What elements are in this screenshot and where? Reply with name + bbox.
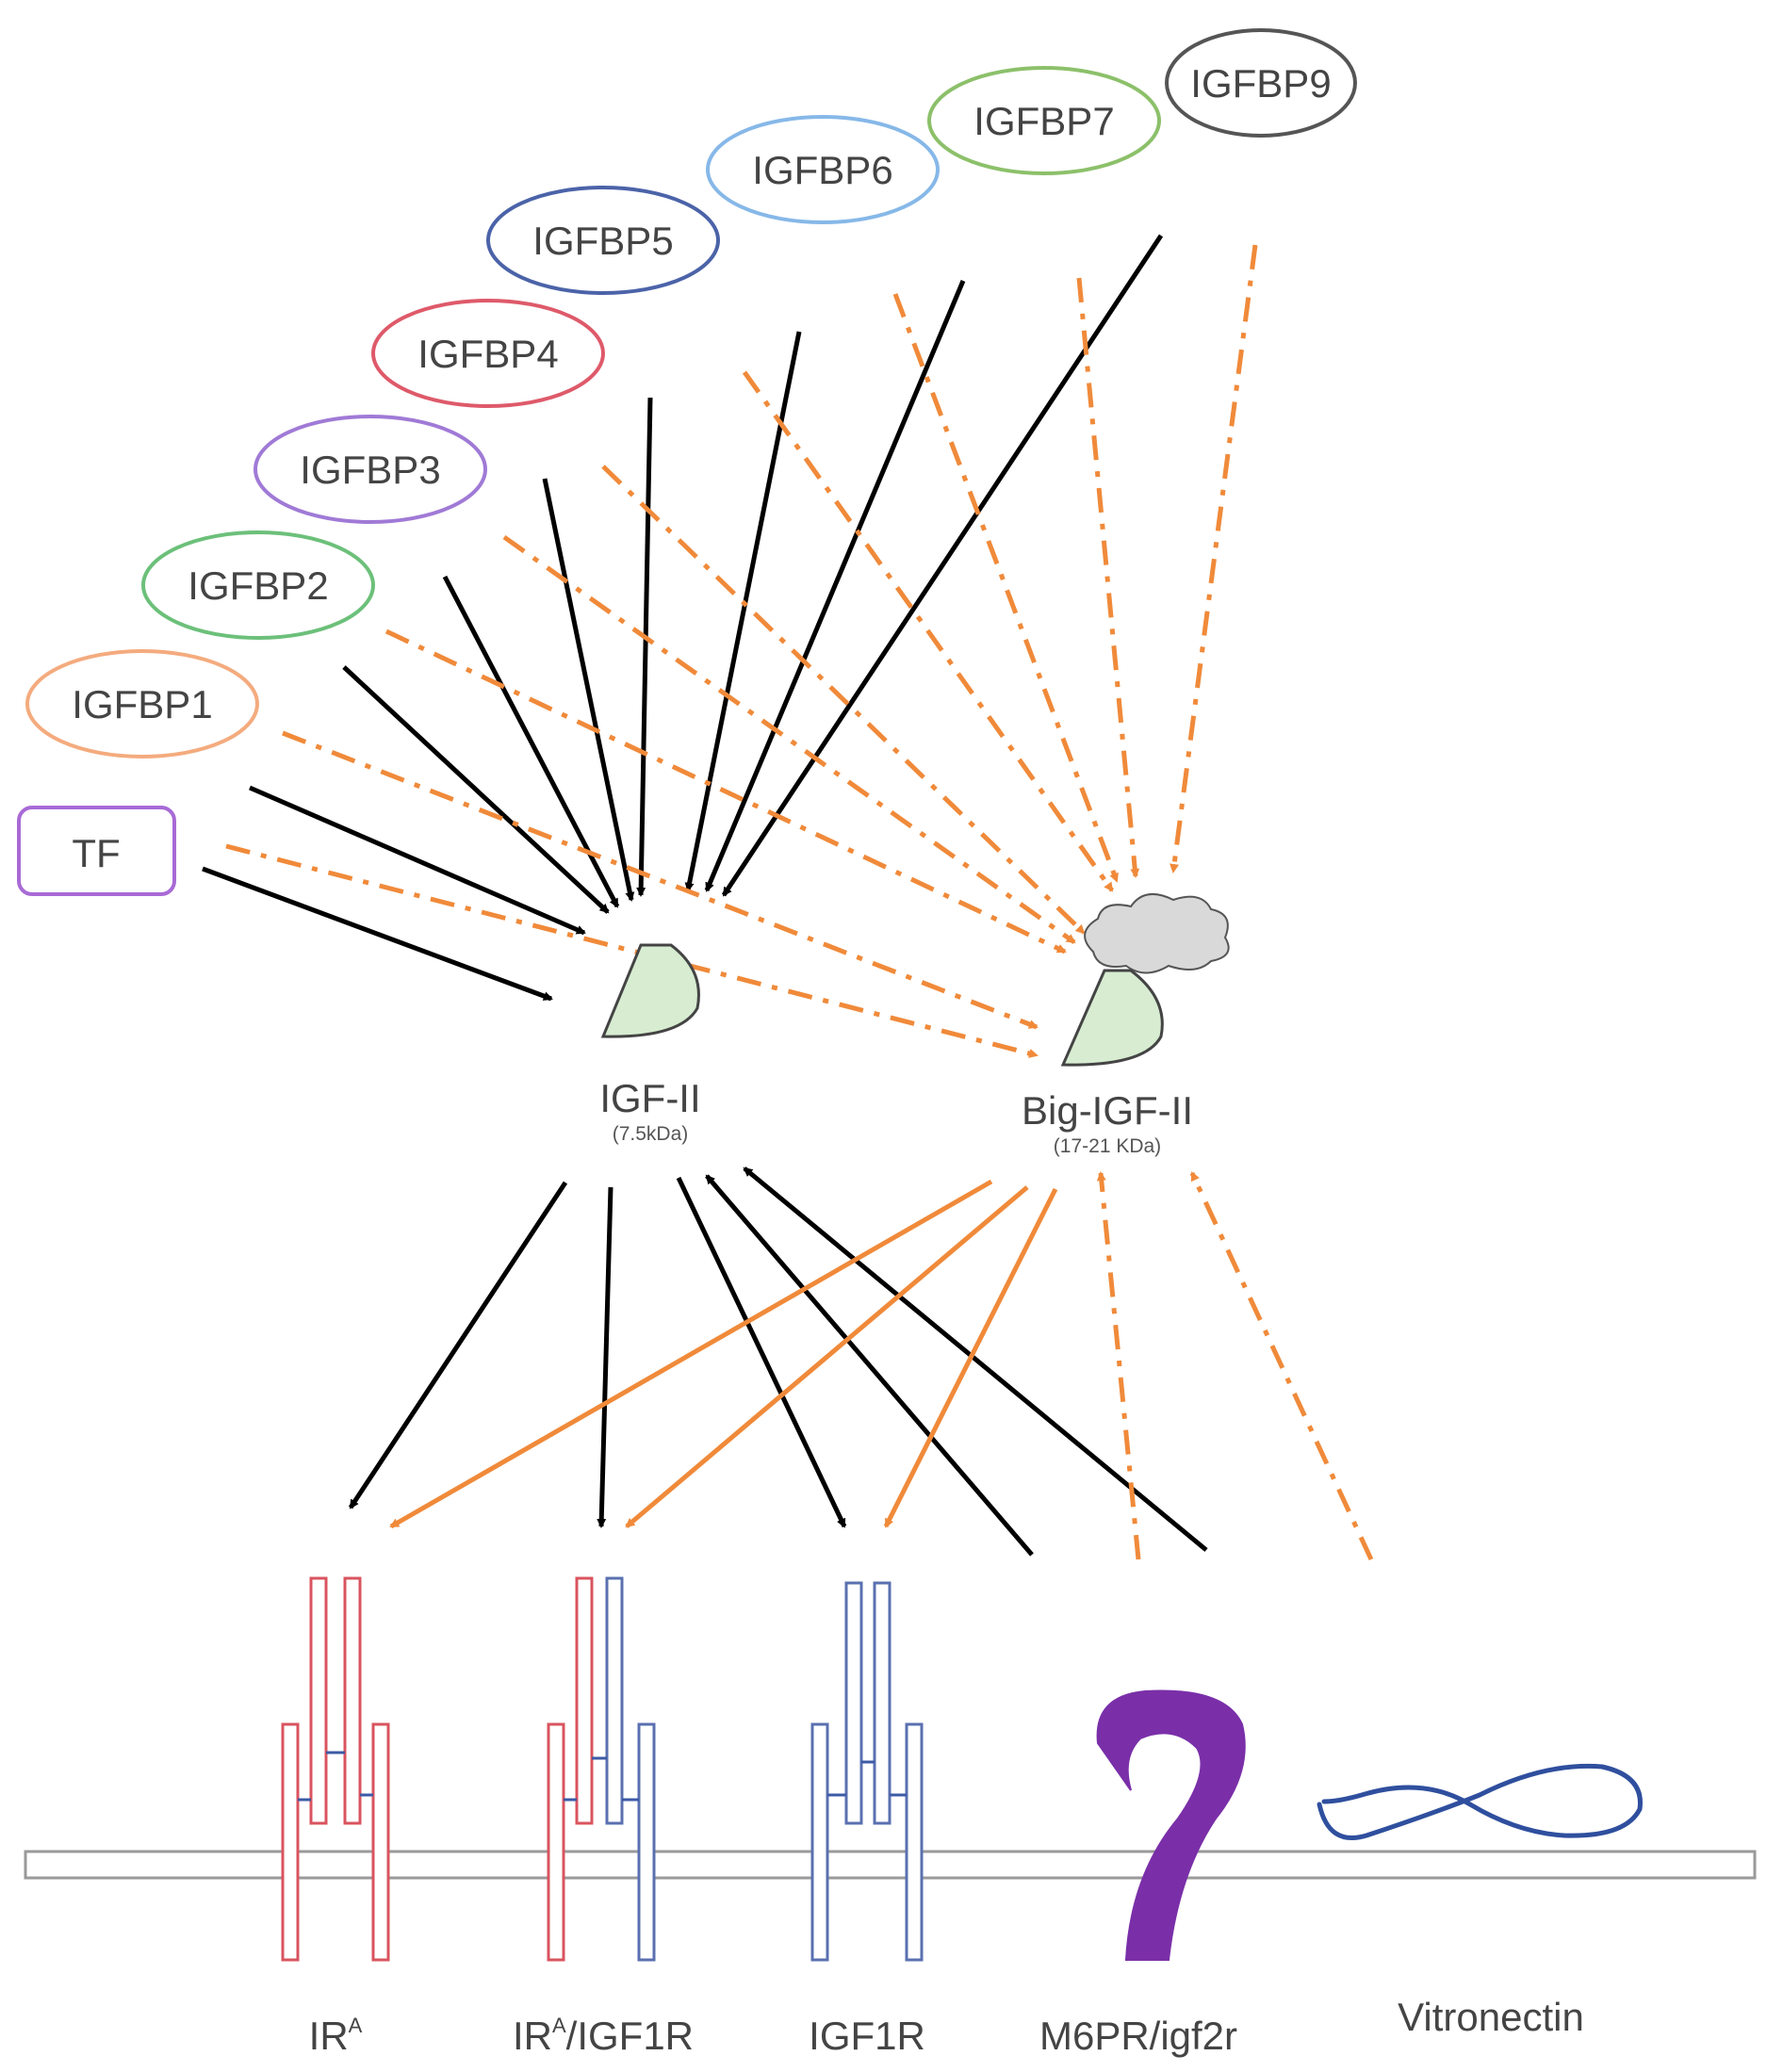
igf2-name: IGF-II xyxy=(599,1076,700,1120)
arrow-binder-1-to-big-igf2 xyxy=(282,730,1039,1030)
binder-igfbp3: IGFBP3 xyxy=(254,415,487,524)
binder-igfbp1-label: IGFBP1 xyxy=(72,682,212,726)
binder-igfbp3-ellipse xyxy=(254,415,487,524)
binder-igfbp4: IGFBP4 xyxy=(371,299,605,408)
igf2-shape xyxy=(600,943,700,1038)
binder-igfbp7-ellipse xyxy=(927,66,1161,175)
receptor-vitronectin xyxy=(1317,1763,1643,1841)
arrow-big-igf2-to-igf1r xyxy=(883,1187,1058,1528)
binder-igfbp9-label: IGFBP9 xyxy=(1190,61,1331,106)
arrow-big-igf2-to-ir-a-igf1r xyxy=(625,1185,1029,1528)
binder-igfbp5: IGFBP5 xyxy=(486,186,720,295)
binder-igfbp5-label: IGFBP5 xyxy=(532,219,673,263)
arrow-binder-2-to-big-igf2 xyxy=(384,628,1067,954)
arrow-igf2-to-igf1r xyxy=(676,1176,847,1528)
binder-igfbp5-ellipse xyxy=(486,186,720,295)
arrow-vitronectin-to-big-igf2 xyxy=(1189,1171,1374,1561)
arrow-binder-7-to-igf2 xyxy=(704,280,966,892)
ligand-big-igf2: Big-IGF-II (17-21 KDa) xyxy=(1022,892,1230,1157)
big-igf2-cloud xyxy=(1084,892,1230,974)
arrow-binder-0-to-igf2 xyxy=(202,866,553,1002)
arrow-binder-8-to-big-igf2 xyxy=(1170,244,1258,873)
binder-tf: TF xyxy=(17,806,176,896)
receptor-ir-a-igf1r-label: IRA/IGF1R xyxy=(513,2014,694,2058)
binder-igfbp9-ellipse xyxy=(1165,28,1357,138)
binder-igfbp2-label: IGFBP2 xyxy=(188,563,328,608)
binder-igfbp9: IGFBP9 xyxy=(1165,28,1357,138)
receptor-igf1r xyxy=(810,1581,924,1962)
big-igf2-mass: (17-21 KDa) xyxy=(1054,1135,1161,1157)
arrow-igf2-to-ir-a-igf1r xyxy=(597,1186,613,1528)
arrow-binder-4-to-igf2 xyxy=(542,478,635,902)
big-igf2-shape xyxy=(1060,969,1164,1067)
binder-igfbp2-ellipse xyxy=(141,530,375,640)
receptor-ir-a xyxy=(281,1576,390,1962)
receptor-igf1r-label: IGF1R xyxy=(809,2014,925,2058)
receptor-m6pr-label: M6PR/igf2r xyxy=(1039,2014,1237,2058)
arrow-binder-3-to-big-igf2 xyxy=(502,534,1076,945)
arrow-binder-8-to-igf2 xyxy=(721,234,1164,897)
arrow-binder-2-to-igf2 xyxy=(342,665,610,914)
binder-igfbp1-ellipse xyxy=(25,649,259,759)
receptor-ir-a-igf1r xyxy=(547,1576,656,1962)
binder-igfbp7-label: IGFBP7 xyxy=(973,99,1114,143)
binder-igfbp3-label: IGFBP3 xyxy=(300,448,440,492)
igf2-mass: (7.5kDa) xyxy=(613,1123,689,1145)
binder-igfbp6-label: IGFBP6 xyxy=(752,148,892,192)
binder-tf-box xyxy=(17,806,176,896)
arrow-big-igf2-to-ir-a xyxy=(389,1179,993,1529)
arrow-binder-0-to-big-igf2 xyxy=(225,843,1039,1058)
binder-igfbp6-ellipse xyxy=(706,115,940,224)
arrow-binder-3-to-igf2 xyxy=(442,575,620,908)
arrow-m6pr-to-igf2 xyxy=(705,1174,1034,1557)
binder-igfbp6: IGFBP6 xyxy=(706,115,940,224)
arrow-binder-7-to-big-igf2 xyxy=(1076,277,1140,878)
binder-igfbp1: IGFBP1 xyxy=(25,649,259,759)
receptor-m6pr xyxy=(1096,1689,1246,1961)
binder-igfbp2: IGFBP2 xyxy=(141,530,375,640)
arrow-vitronectin-to-igf2 xyxy=(743,1167,1208,1552)
binder-tf-label: TF xyxy=(72,831,120,875)
binder-igfbp4-label: IGFBP4 xyxy=(417,332,558,376)
binder-igfbp4-ellipse xyxy=(371,299,605,408)
receptor-ir-a-label: IRA xyxy=(309,2014,363,2058)
arrow-binder-5-to-igf2 xyxy=(636,397,653,897)
receptor-vitronectin-label: Vitronectin xyxy=(1398,1995,1584,2039)
arrow-binder-4-to-big-igf2 xyxy=(601,465,1086,935)
binders-layer: TF IGFBP1 IGFBP2 IGFBP3 IGFBP4 IGFBP5 IG… xyxy=(17,28,1357,896)
arrows-layer xyxy=(202,234,1374,1561)
arrow-igf2-to-ir-a xyxy=(348,1181,568,1509)
arrow-m6pr-to-big-igf2 xyxy=(1096,1171,1141,1560)
cell-membrane xyxy=(24,1850,1757,1880)
ligand-igf2: IGF-II (7.5kDa) xyxy=(599,943,701,1145)
arrow-binder-5-to-big-igf2 xyxy=(742,370,1115,892)
binder-igfbp7: IGFBP7 xyxy=(927,66,1161,175)
big-igf2-name: Big-IGF-II xyxy=(1022,1088,1193,1133)
arrow-binder-1-to-igf2 xyxy=(249,785,586,936)
